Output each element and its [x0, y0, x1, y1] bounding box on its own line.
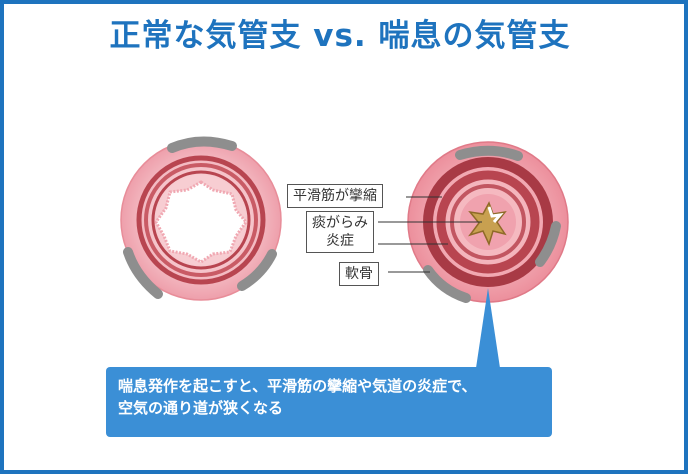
- caption-line-2: 空気の通り道が狭くなる: [118, 399, 284, 417]
- cartilage-asthma-left: [423, 265, 471, 303]
- caption-pointer: [476, 288, 500, 368]
- caption-line-1: 喘息発作を起こすと、平滑筋の攣縮や気道の炎症で、: [118, 377, 477, 395]
- cartilage-asthma-top: [455, 145, 523, 161]
- cartilage-normal-top: [167, 136, 237, 153]
- cartilage-normal-left: [123, 247, 163, 299]
- label-inflammation: 炎症: [326, 233, 354, 249]
- label-smooth-muscle: 平滑筋が攣縮: [287, 184, 383, 208]
- normal-bronchus: [120, 136, 282, 301]
- label-cartilage: 軟骨: [339, 262, 379, 286]
- mucus-plug: [468, 201, 507, 247]
- label-mucus-inflammation: 痰がらみ 炎症: [306, 211, 374, 253]
- label-mucus: 痰がらみ: [312, 215, 368, 231]
- asthma-bronchus: [407, 141, 569, 303]
- page-title: 正常な気管支 vs. 喘息の気管支: [109, 18, 571, 54]
- cartilage-normal-right: [237, 249, 277, 291]
- caption-box: 喘息発作を起こすと、平滑筋の攣縮や気道の炎症で、 空気の通り道が狭くなる: [106, 367, 552, 437]
- cartilage-asthma-right: [535, 221, 561, 267]
- label-leader-lines: [378, 196, 482, 273]
